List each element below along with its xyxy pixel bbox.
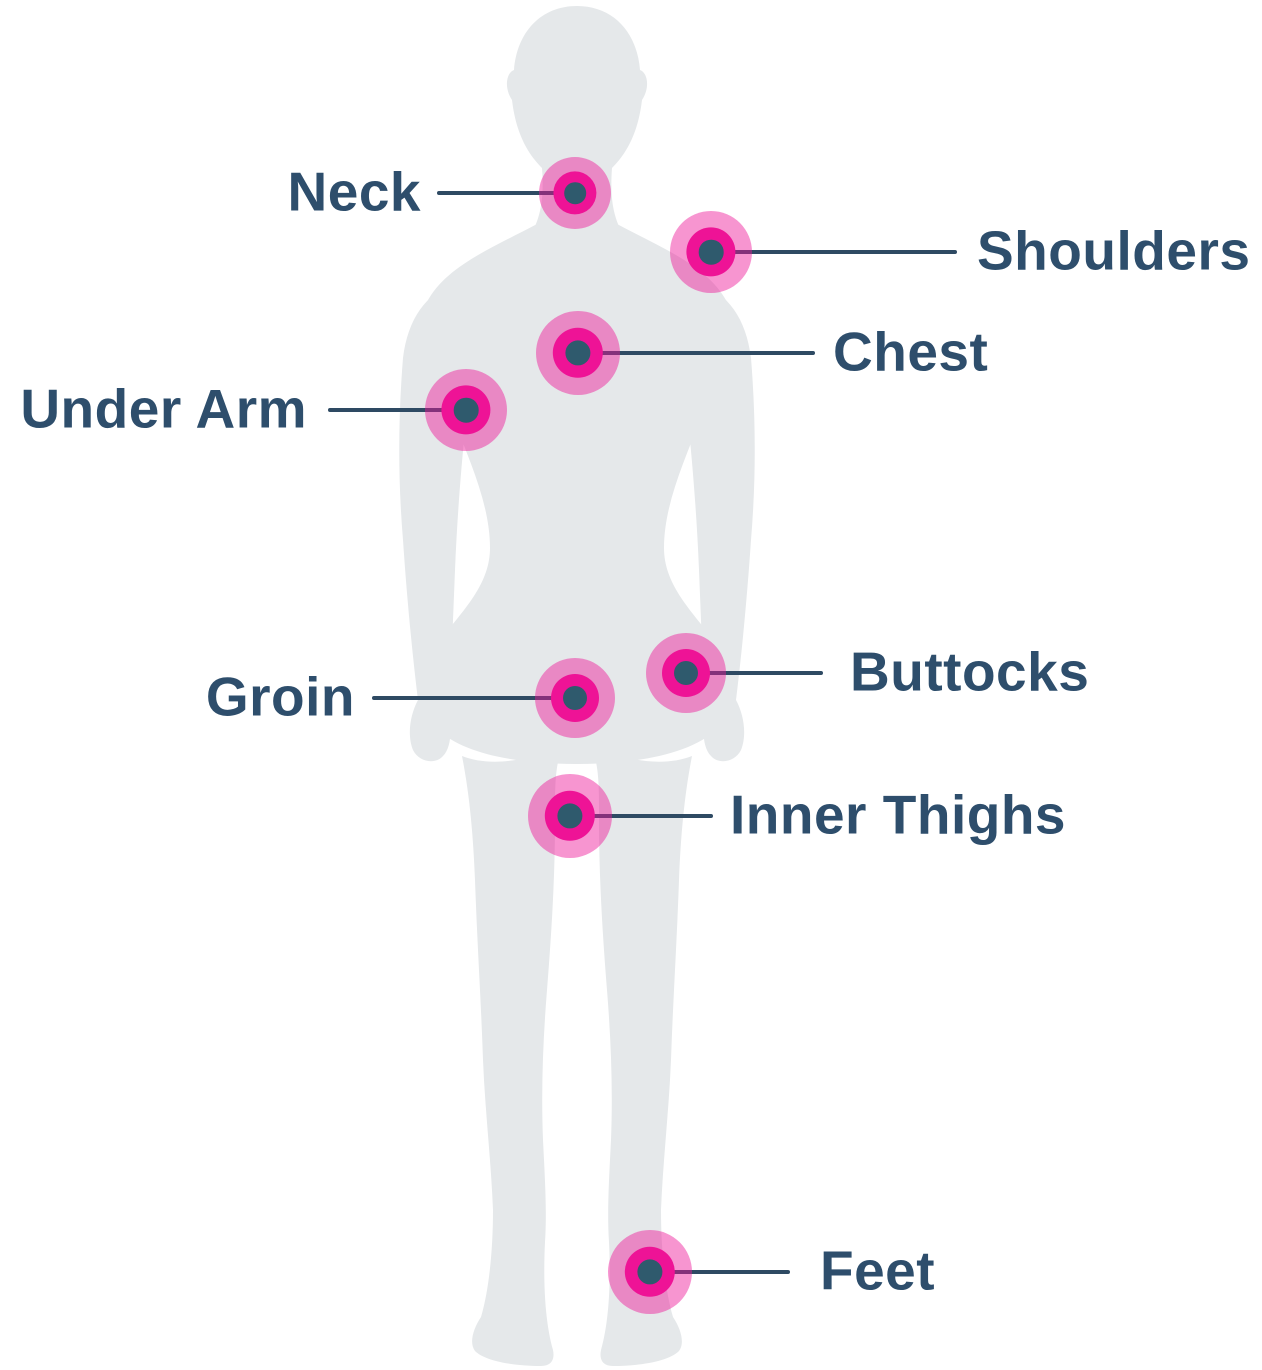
- silhouette-right-arm: [679, 282, 755, 762]
- silhouette-head: [506, 6, 648, 258]
- silhouette-left-leg: [462, 742, 566, 1366]
- silhouette-torso: [422, 224, 732, 764]
- silhouette-right-leg: [588, 742, 692, 1366]
